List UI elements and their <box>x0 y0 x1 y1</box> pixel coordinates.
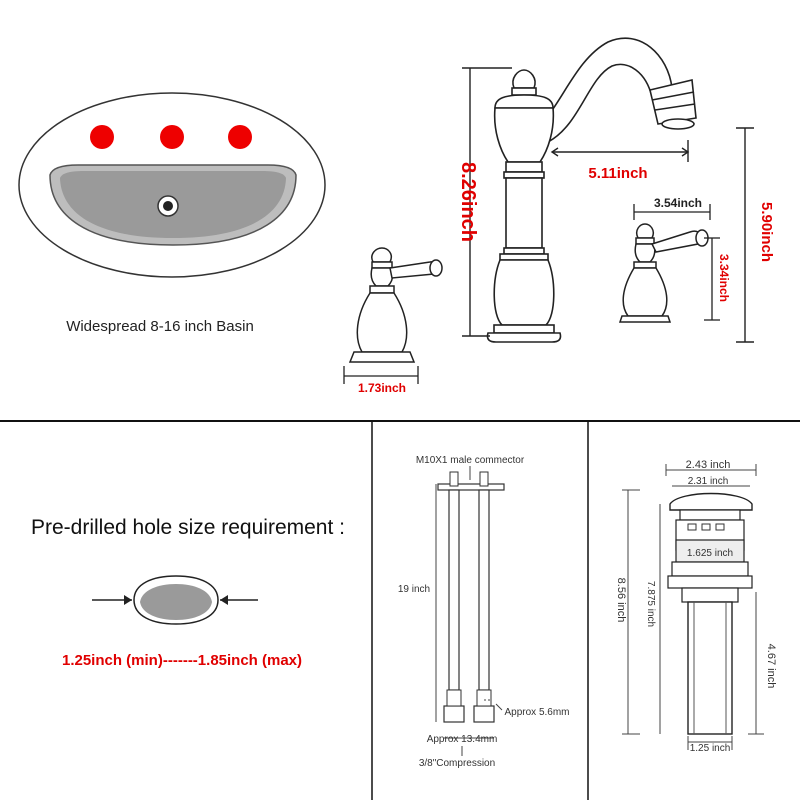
drain-cap-width-label: 2.43 inch <box>686 459 731 471</box>
hose-connector-label: M10X1 male commector <box>416 455 525 466</box>
spout-body-top <box>493 107 555 163</box>
spout-cap <box>494 94 554 109</box>
handle-left-finial <box>371 247 393 263</box>
spout-height-dimension <box>462 67 512 337</box>
basin-caption: Widespread 8-16 inch Basin <box>66 318 254 335</box>
drain-tailpiece <box>687 601 733 735</box>
hose-left-tube <box>448 489 460 691</box>
handle-total-height-label: 5.90inch <box>758 202 775 262</box>
basin-illustration: Widespread 8-16 inch Basin <box>18 92 326 335</box>
spout-ring-2 <box>654 103 696 111</box>
spout-head <box>649 79 697 125</box>
handle-left-knob <box>429 259 443 277</box>
hole-requirement-title: Pre-drilled hole size requirement : <box>31 516 345 539</box>
spout-stem <box>505 177 543 249</box>
spout-collar-2 <box>503 171 545 179</box>
drain-slot-3 <box>715 523 725 531</box>
hose-fitting-label: 3/8"Compression <box>419 758 495 769</box>
handle-right-body <box>622 267 668 317</box>
faucet-hole-left-icon <box>90 125 114 149</box>
handle-right-collar <box>633 261 657 269</box>
handle-total-height-dimension <box>736 127 754 343</box>
drain-slot-2 <box>701 523 711 531</box>
spout-base-flange <box>486 332 562 343</box>
drain-collar <box>681 587 739 603</box>
handle-height-dimension <box>704 237 720 321</box>
handle-width-dimension <box>633 204 711 220</box>
hole-requirement-panel: Pre-drilled hole size requirement : 1.25… <box>31 516 345 669</box>
handle-right-base <box>618 315 672 323</box>
hole-size-range: 1.25inch (min)-------1.85inch (max) <box>62 652 302 669</box>
drain-cap-neck <box>679 509 741 521</box>
drain-panel: 2.43 inch 2.31 inch 1.625 inch 8.56 inch… <box>615 459 777 754</box>
hose-inner-leader <box>495 703 503 711</box>
drain-slot-1 <box>687 523 697 531</box>
handle-left-base <box>348 351 416 363</box>
hose-length-label: 19 inch <box>398 584 430 595</box>
faucet-hole-right-icon <box>228 125 252 149</box>
handle-right-illustration <box>618 223 709 323</box>
handle-right-finial <box>635 223 655 239</box>
faucet-hole-center-icon <box>160 125 184 149</box>
drain-body-height-label: 7.875 inch <box>645 581 656 627</box>
spout-height-label: 8.26inch <box>457 162 479 242</box>
handle-height-label: 3.34inch <box>717 254 731 302</box>
handle-right-neck <box>634 243 656 263</box>
spout-finial <box>512 69 536 89</box>
base-width-label: 1.73inch <box>358 381 406 395</box>
spout-ring-1 <box>651 91 695 101</box>
base-width-dimension <box>343 366 419 384</box>
spout-collar <box>505 161 543 173</box>
handle-left-cap <box>371 261 393 269</box>
hose-right-nut <box>473 705 495 723</box>
hose-left-nut <box>443 705 465 723</box>
handle-right-lever <box>650 230 702 253</box>
spout-band-2 <box>499 253 549 261</box>
handle-left-body <box>356 292 408 353</box>
handle-width-label: 3.54inch <box>654 196 702 210</box>
drain-tail-width-label: 1.25 inch <box>690 743 731 754</box>
spout-base-bulb <box>493 259 555 326</box>
handle-left-neck <box>370 267 394 287</box>
drain-tail-height-label: 4.67 inch <box>765 644 777 689</box>
spout-band <box>503 247 545 255</box>
handle-right-cap <box>635 237 655 245</box>
drain-hole-center <box>163 201 173 211</box>
faucet-spout-illustration <box>486 37 697 343</box>
hose-left-thread <box>449 471 459 487</box>
spout-reach-label: 5.11inch <box>588 165 647 182</box>
hose-right-thread <box>479 471 489 487</box>
handle-left-illustration <box>348 247 443 363</box>
drain-nut <box>671 561 749 577</box>
hole-arrowhead-left-icon <box>124 595 132 605</box>
drain-thread-width-label: 1.625 inch <box>687 548 733 559</box>
spout-reach-dimension <box>550 140 690 162</box>
drain-cap-inner-label: 2.31 inch <box>688 476 729 487</box>
hose-panel: M10X1 male commector 19 inch Approx 5.6m… <box>398 455 570 769</box>
drain-total-height-label: 8.56 inch <box>615 578 627 623</box>
spout-finial-base <box>511 87 537 96</box>
drain-washer <box>667 575 753 589</box>
hose-inner-label: Approx 5.6mm <box>504 707 569 718</box>
hose-right-tube <box>478 489 490 691</box>
hose-top-bar <box>437 483 505 491</box>
hose-right-ferrule <box>476 689 492 707</box>
spout-aerator <box>661 118 695 130</box>
drain-cap <box>669 492 753 511</box>
hose-left-ferrule <box>446 689 462 707</box>
hole-arrowhead-right-icon <box>220 595 228 605</box>
handle-left-collar <box>369 285 395 294</box>
hole-fill <box>140 584 212 620</box>
hose-outer-label: Approx 13.4mm <box>427 734 498 745</box>
spout-base-plate <box>493 324 555 334</box>
